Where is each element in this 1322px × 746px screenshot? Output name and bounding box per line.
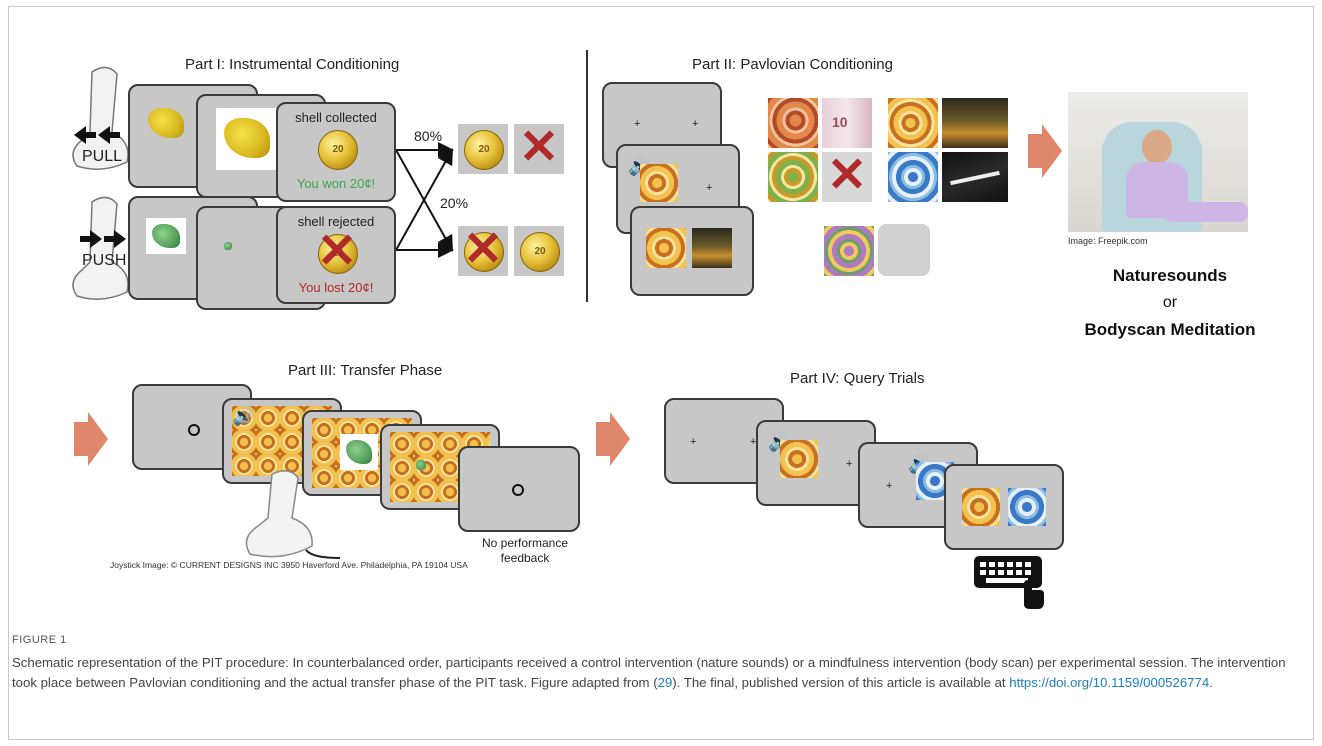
image-credit: Image: Freepik.com (1068, 236, 1148, 246)
part1-title: Part I: Instrumental Conditioning (185, 56, 400, 73)
figure-frame (8, 6, 1314, 740)
shell-collected-label: shell collected (295, 110, 377, 125)
prob-80-label: 80% (414, 128, 443, 144)
prob-20-label: 20% (440, 195, 469, 211)
part2-title: Part II: Pavlovian Conditioning (692, 56, 893, 73)
coin-icon: 20 (318, 234, 358, 274)
outcome-cross-top: ✕ (514, 124, 564, 174)
shell-rejected-label: shell rejected (297, 214, 375, 229)
pull-label: PULL (82, 148, 123, 165)
cs-choice-left (962, 488, 1000, 526)
coin-icon: 20 (318, 130, 358, 170)
us-thumb (692, 228, 732, 268)
cigarette-photo (942, 152, 1008, 202)
screen-query-4 (944, 464, 1064, 550)
keyboard-icon (974, 556, 1044, 609)
screen-transfer-5 (458, 446, 580, 532)
intervention-a: Naturesounds (1112, 266, 1228, 285)
arrow-left-icon (74, 126, 120, 144)
shell-large (216, 108, 276, 170)
cs-thumb (646, 228, 686, 268)
outcome-cross-bottom: ✕ (458, 226, 508, 276)
screen-pav-3 (630, 206, 754, 296)
screen-reward-win: shell collected 20 You won 20¢! (276, 102, 396, 202)
you-won-label: You won 20¢! (296, 176, 376, 191)
joystick-pull-icon (72, 66, 129, 170)
cs-thumb (780, 440, 818, 478)
cs-spiral-orange (768, 98, 818, 148)
cs-thumb (640, 164, 678, 202)
intervention-photo (1068, 92, 1248, 232)
cs-spiral-blue (888, 152, 938, 202)
joystick-credit: Joystick Image: © CURRENT DESIGNS INC 39… (110, 560, 468, 570)
part4-title: Part IV: Query Trials (790, 370, 925, 387)
doi-link[interactable]: https://doi.org/10.1159/000526774 (1009, 675, 1210, 690)
cs-spiral-green (768, 152, 818, 202)
part3-title: Part III: Transfer Phase (288, 362, 443, 379)
section-divider (586, 50, 588, 302)
blank-thumb (878, 224, 930, 276)
cs-spiral-neutral (824, 226, 874, 276)
shell-thumb (148, 108, 184, 138)
cross-icon: ✕ (316, 225, 358, 278)
figure-caption: Schematic representation of the PIT proc… (12, 655, 1286, 690)
intervention-b: Bodyscan Meditation (1084, 320, 1256, 339)
green-shell-small (224, 242, 232, 250)
push-label: PUSH (82, 252, 127, 269)
arrow-to-query-icon (596, 412, 630, 466)
outcome-coin-bottom: 20 (514, 226, 564, 276)
speaker-icon: 🔊 (232, 406, 255, 426)
arrow-right-icon (80, 230, 126, 248)
cs-spiral-gold (888, 98, 938, 148)
beer-photo (942, 98, 1008, 148)
probability-arrows (396, 142, 454, 258)
cs-choice-right (1008, 488, 1046, 526)
no-feedback-label: No performance feedback (481, 536, 569, 565)
fixation-ring (188, 424, 200, 436)
joystick-push-icon (72, 196, 129, 300)
you-lost-label: You lost 20¢! (298, 280, 374, 295)
banknote-thumb: 10 (822, 98, 872, 148)
fixation-ring (512, 484, 524, 496)
cross-thumb: ✕ (822, 152, 872, 202)
screen-reward-lose: shell rejected 20 ✕ You lost 20¢! (276, 206, 396, 304)
arrow-to-transfer-icon (74, 412, 108, 466)
arrow-to-intervention-icon (1028, 124, 1062, 178)
intervention-or: or (1162, 294, 1178, 311)
joystick-icon (245, 470, 341, 559)
reference-link[interactable]: 29 (657, 675, 673, 690)
screen-query-2: 🔊 + (756, 420, 876, 506)
figure-label: FIGURE 1 (12, 634, 67, 646)
outcome-coin-top: 20 (458, 124, 508, 174)
green-shell (152, 224, 180, 248)
